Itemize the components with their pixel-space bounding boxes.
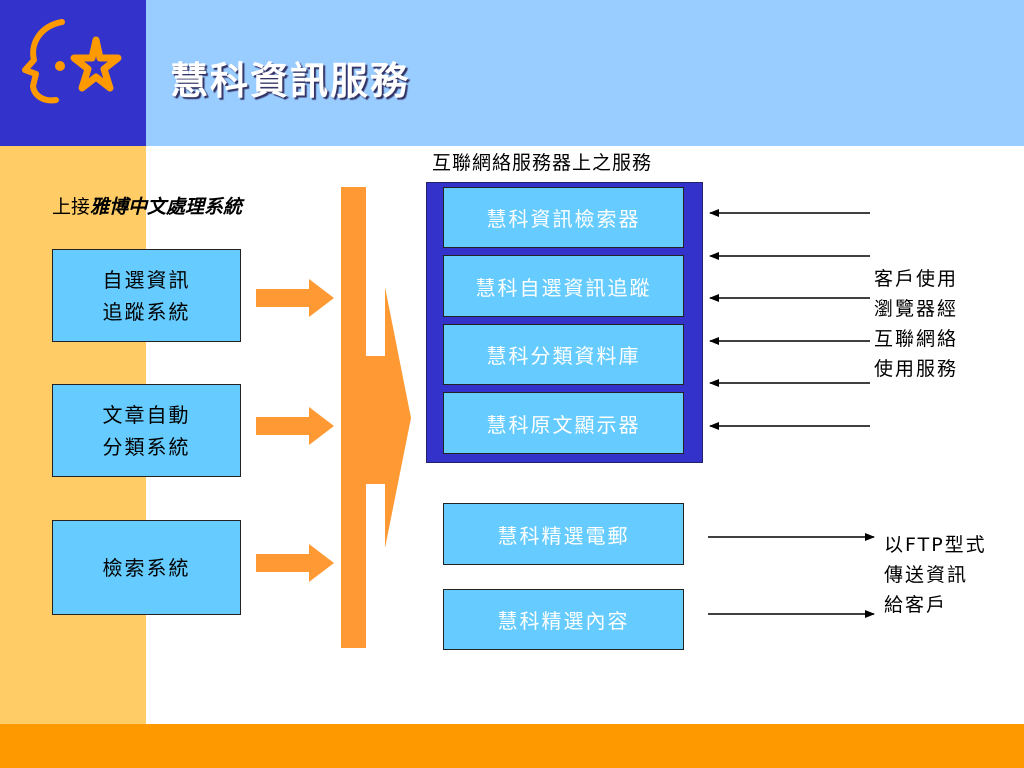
service-box-content: 慧科精選內容 (443, 589, 684, 650)
service-box-database: 慧科分類資料庫 (443, 324, 684, 385)
connect-label: 上接雅博中文處理系統 (52, 192, 242, 219)
connect-system-name: 雅博中文處理系統 (90, 196, 243, 218)
ftp-note: 以FTP型式 傳送資訊 給客戶 (884, 534, 987, 616)
arrow-from-tracking (256, 279, 334, 317)
arrow-from-classification (256, 407, 334, 445)
client-note: 客戶使用 瀏覽器經 互聯網絡 使用服務 (874, 268, 959, 380)
server-heading: 互聯網絡服務器上之服務 (432, 152, 653, 174)
header-band (146, 0, 1024, 146)
bottom-bar (0, 724, 1024, 768)
system-box-classification: 文章自動 分類系統 (52, 384, 241, 477)
header-logo-panel (0, 0, 146, 146)
connect-prefix: 上接 (52, 196, 91, 218)
page-title: 慧科資訊服務 (170, 58, 411, 103)
system-box-tracking: 自選資訊 追蹤系統 (52, 249, 241, 342)
big-arrow-to-server (366, 287, 411, 548)
system-box-search: 檢索系統 (52, 520, 241, 615)
collector-bar (341, 187, 366, 648)
service-box-viewer: 慧科原文顯示器 (443, 392, 684, 454)
service-box-tracking: 慧科自選資訊追蹤 (443, 255, 684, 317)
service-box-email: 慧科精選電郵 (443, 503, 684, 565)
star-head-logo-icon (22, 19, 122, 104)
arrow-from-search (256, 544, 334, 582)
service-box-search: 慧科資訊檢索器 (443, 187, 684, 248)
